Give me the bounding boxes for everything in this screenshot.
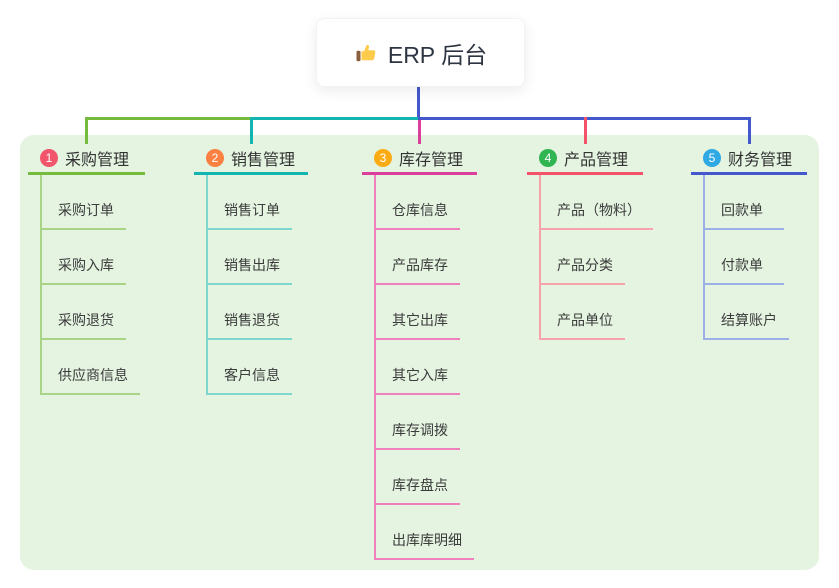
branch-column: 3 库存管理仓库信息产品库存其它出库其它入库库存调拨库存盘点出库库明细 bbox=[362, 143, 477, 560]
branch-label: 库存管理 bbox=[399, 151, 464, 169]
branch-index-badge: 1 bbox=[40, 148, 58, 167]
branch-header[interactable]: 4 产品管理 bbox=[527, 143, 643, 175]
thumbs-up-icon bbox=[356, 44, 376, 61]
connector-drop bbox=[418, 120, 421, 144]
branch-children: 采购订单采购入库采购退货供应商信息 bbox=[40, 175, 145, 395]
child-node[interactable]: 结算账户 bbox=[705, 285, 789, 340]
branch-index-badge: 4 bbox=[539, 148, 557, 167]
child-label: 仓库信息 bbox=[392, 202, 448, 218]
branch-index-badge: 3 bbox=[374, 148, 392, 167]
child-node[interactable]: 其它入库 bbox=[376, 340, 460, 395]
branch-column: 1 采购管理采购订单采购入库采购退货供应商信息 bbox=[28, 143, 145, 395]
branch-children: 产品（物料） 产品分类产品单位 bbox=[539, 175, 653, 340]
child-label: 销售订单 bbox=[224, 202, 280, 218]
child-label: 产品（物料） bbox=[557, 202, 641, 218]
child-node[interactable]: 客户信息 bbox=[208, 340, 292, 395]
branch-label: 产品管理 bbox=[564, 151, 629, 169]
connector-drop bbox=[85, 117, 88, 144]
connector-horizontal bbox=[251, 117, 418, 120]
child-node[interactable]: 库存盘点 bbox=[376, 450, 460, 505]
branch-header[interactable]: 5 财务管理 bbox=[691, 143, 807, 175]
branch-index-badge: 2 bbox=[206, 148, 224, 167]
child-label: 其它入库 bbox=[392, 367, 448, 383]
branches-panel bbox=[20, 135, 819, 570]
child-label: 库存调拨 bbox=[392, 422, 448, 438]
child-label: 库存盘点 bbox=[392, 477, 448, 493]
child-node[interactable]: 产品单位 bbox=[541, 285, 625, 340]
child-node[interactable]: 销售订单 bbox=[208, 175, 292, 230]
child-node[interactable]: 回款单 bbox=[705, 175, 784, 230]
child-node[interactable]: 库存调拨 bbox=[376, 395, 460, 450]
connector-drop bbox=[747, 117, 751, 144]
child-node[interactable]: 采购订单 bbox=[42, 175, 126, 230]
root-connector bbox=[416, 85, 420, 120]
child-label: 产品单位 bbox=[557, 312, 613, 328]
child-label: 其它出库 bbox=[392, 312, 448, 328]
connector-drop bbox=[583, 117, 587, 144]
connector-drop bbox=[249, 117, 253, 144]
branch-column: 2 销售管理销售订单销售出库销售退货客户信息 bbox=[194, 143, 308, 395]
root-node[interactable]: ERP 后台 bbox=[316, 18, 525, 87]
child-node[interactable]: 其它出库 bbox=[376, 285, 460, 340]
child-node[interactable]: 采购退货 bbox=[42, 285, 126, 340]
child-label: 回款单 bbox=[721, 202, 763, 218]
branch-label: 财务管理 bbox=[728, 151, 793, 169]
child-label: 产品库存 bbox=[392, 257, 448, 273]
branch-header[interactable]: 1 采购管理 bbox=[28, 143, 145, 175]
child-node[interactable]: 付款单 bbox=[705, 230, 784, 285]
branch-column: 4 产品管理产品（物料） 产品分类产品单位 bbox=[527, 143, 653, 340]
child-node[interactable]: 采购入库 bbox=[42, 230, 126, 285]
child-node[interactable]: 仓库信息 bbox=[376, 175, 460, 230]
child-label: 客户信息 bbox=[224, 367, 280, 383]
child-label: 产品分类 bbox=[557, 257, 613, 273]
child-label: 供应商信息 bbox=[58, 367, 128, 383]
child-label: 销售出库 bbox=[224, 257, 280, 273]
branch-header[interactable]: 2 销售管理 bbox=[194, 143, 308, 175]
branch-children: 仓库信息产品库存其它出库其它入库库存调拨库存盘点出库库明细 bbox=[374, 175, 477, 560]
root-label: ERP 后台 bbox=[387, 41, 488, 68]
branch-children: 回款单付款单结算账户 bbox=[703, 175, 807, 340]
child-label: 付款单 bbox=[721, 257, 763, 273]
branch-label: 销售管理 bbox=[231, 151, 296, 169]
child-label: 销售退货 bbox=[224, 312, 280, 328]
branch-header[interactable]: 3 库存管理 bbox=[362, 143, 477, 175]
branch-children: 销售订单销售出库销售退货客户信息 bbox=[206, 175, 308, 395]
child-node[interactable]: 出库库明细 bbox=[376, 505, 474, 560]
child-node[interactable]: 产品库存 bbox=[376, 230, 460, 285]
child-label: 采购退货 bbox=[58, 312, 114, 328]
child-label: 结算账户 bbox=[721, 312, 777, 328]
child-label: 采购订单 bbox=[58, 202, 114, 218]
branch-column: 5 财务管理回款单付款单结算账户 bbox=[691, 143, 807, 340]
branch-index-badge: 5 bbox=[703, 148, 721, 167]
child-label: 出库库明细 bbox=[392, 532, 462, 548]
child-node[interactable]: 销售退货 bbox=[208, 285, 292, 340]
connector-horizontal bbox=[86, 117, 251, 120]
child-node[interactable]: 产品分类 bbox=[541, 230, 625, 285]
child-label: 采购入库 bbox=[58, 257, 114, 273]
child-node[interactable]: 产品（物料） bbox=[541, 175, 653, 230]
branch-label: 采购管理 bbox=[65, 151, 130, 169]
child-node[interactable]: 供应商信息 bbox=[42, 340, 140, 395]
child-node[interactable]: 销售出库 bbox=[208, 230, 292, 285]
